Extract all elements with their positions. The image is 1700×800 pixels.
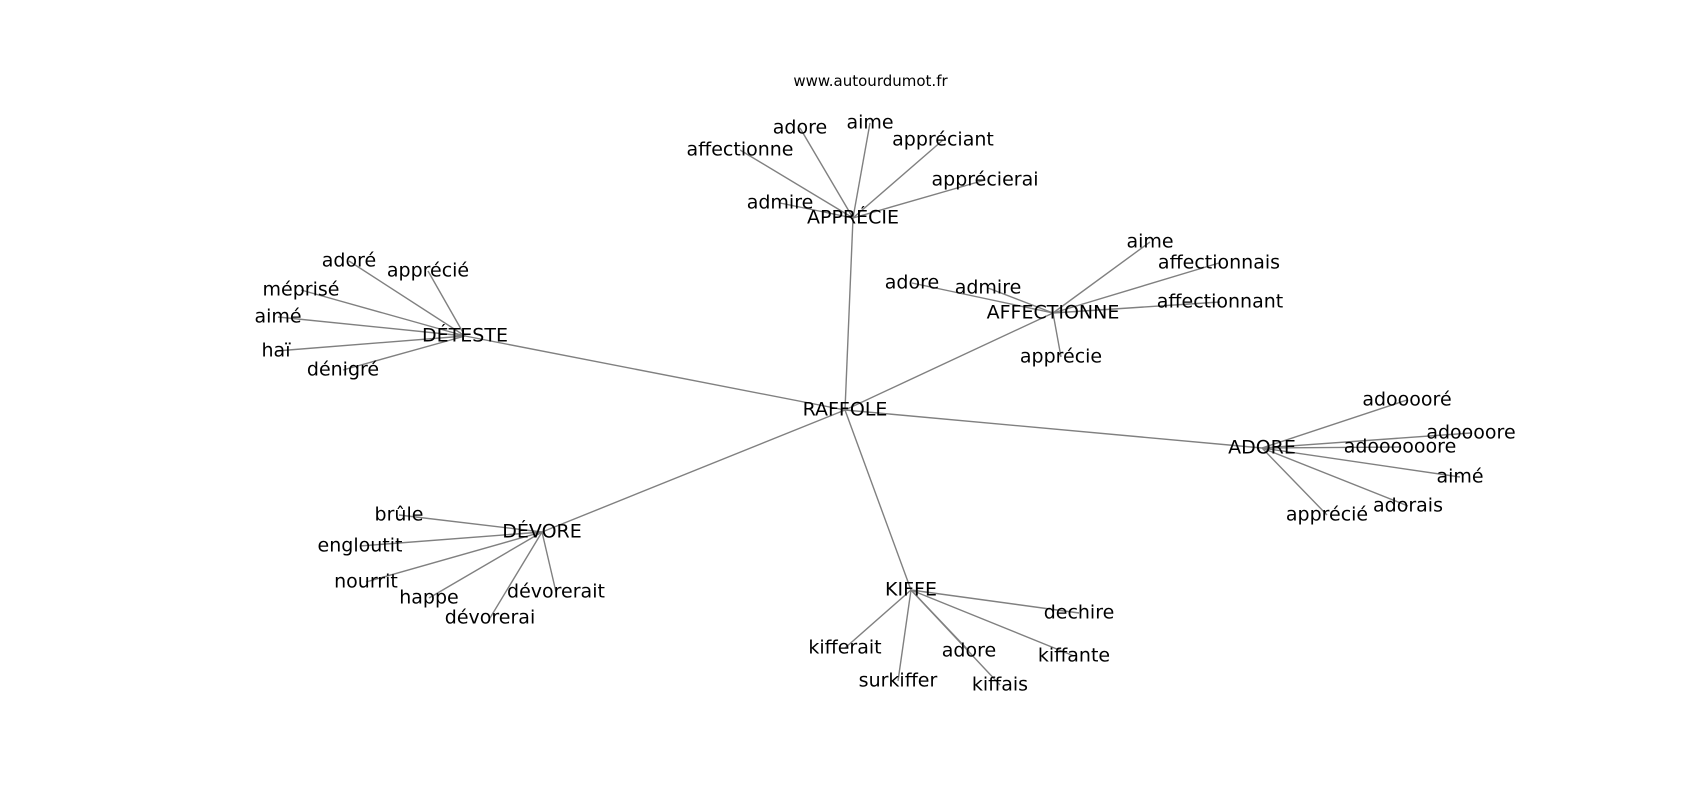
edge-devore-nourrit [365,531,543,583]
node-leaf-adore-adoooooore: adoooooore [1344,436,1457,458]
edge-center-adore [844,409,1263,449]
node-leaf-deteste-denigre: dénigré [307,359,379,381]
edge-adore-adorais [1261,447,1409,507]
node-leaf-adore-aime: aimé [1436,466,1483,488]
edge-deteste-denigre [342,335,466,371]
node-leaf-adore-adoooore: adoooore [1426,422,1515,444]
edge-devore-brule [398,514,543,533]
edge-deteste-apprecie [427,270,466,337]
edge-adore-aime [1261,447,1461,478]
edge-devore-engloutit [359,531,543,547]
node-leaf-devore-devorerai: dévorerai [445,607,535,629]
node-leaf-devore-devorerait: dévorerait [507,581,605,603]
edge-kiffe-kiffante [910,589,1075,657]
node-hub-devore: DÉVORE [502,520,581,543]
edge-apprecie-admire [779,202,854,219]
node-leaf-kiffe-adore: adore [942,640,996,662]
node-leaf-apprecie-adore: adore [773,117,827,139]
node-leaf-deteste-meprise: méprisé [263,279,340,301]
edge-kiffe-surkiffer [897,589,912,682]
site-url: www.autourdumot.fr [793,72,948,90]
edge-kiffe-kiffais [910,589,1001,686]
node-leaf-kiffe-surkiffer: surkiffer [859,670,938,692]
edge-adore-adoooore [1261,399,1408,449]
edge-devore-happe [428,531,543,599]
node-leaf-deteste-aime: aimé [254,306,301,328]
edge-devore-devorerai [489,531,543,619]
node-leaf-deteste-apprecie: apprécié [387,260,469,282]
node-hub-affectionne: AFFECTIONNE [987,302,1120,324]
edge-deteste-meprise [300,289,466,337]
node-leaf-affectionne-admire: admire [955,277,1022,299]
node-leaf-devore-happe: happe [399,587,459,609]
node-leaf-affectionne-aime: aime [1126,231,1173,253]
node-leaf-deteste-adore: adoré [322,250,376,272]
node-leaf-affectionne-affectionnant: affectionnant [1157,291,1283,313]
edge-deteste-adore [348,260,466,337]
edge-affectionne-affectionnant [1052,301,1221,314]
edge-affectionne-aime [1052,241,1151,314]
node-leaf-apprecie-affectionne: affectionne [687,139,794,161]
node-hub-apprecie: APPRÉCIE [807,206,899,229]
edge-affectionne-adore [911,282,1054,314]
edge-center-affectionne [844,312,1054,411]
node-leaf-kiffe-kiffais: kiffais [972,674,1028,696]
edge-affectionne-apprecie [1052,312,1062,358]
edge-adore-apprecie [1261,447,1328,516]
edge-adore-adoooore [1261,432,1472,449]
edge-center-kiffe [844,409,912,591]
edge-apprecie-adore [799,127,854,219]
node-leaf-kiffe-kiffante: kiffante [1038,645,1110,667]
edge-apprecie-apprecierai [852,179,986,219]
edge-center-apprecie [844,217,854,411]
node-leaf-adore-adoooore: adooooré [1362,389,1451,411]
edge-apprecie-affectionne [739,149,854,219]
node-leaf-apprecie-appreciant: appréciant [892,129,994,151]
node-leaf-deteste-hai: haï [262,340,292,362]
node-leaf-devore-engloutit: engloutit [318,535,403,557]
node-leaf-devore-brule: brûle [375,504,424,526]
node-leaf-affectionne-adore: adore [885,272,939,294]
node-hub-kiffe: KIFFE [885,579,937,601]
edge-affectionne-affectionnais [1052,262,1220,314]
edge-devore-devorerait [541,531,557,593]
node-leaf-kiffe-kifferait: kifferait [808,637,881,659]
node-leaf-apprecie-admire: admire [747,192,814,214]
node-leaf-affectionne-affectionnais: affectionnais [1158,252,1280,274]
edge-deteste-hai [275,335,466,352]
node-leaf-apprecie-apprecierai: apprécierai [932,169,1039,191]
edge-apprecie-aime [852,122,871,219]
node-leaf-affectionne-apprecie: apprécie [1020,346,1102,368]
node-hub-adore: ADORE [1228,437,1296,459]
node-leaf-kiffe-dechire: dechire [1044,602,1115,624]
node-leaf-devore-nourrit: nourrit [334,571,398,593]
graph-edges [275,122,1472,686]
edge-kiffe-kifferait [844,589,912,649]
node-leaf-adore-adorais: adorais [1373,495,1443,517]
edge-center-devore [541,409,846,533]
node-leaf-adore-apprecie: apprécié [1286,504,1368,526]
edge-deteste-aime [277,316,466,337]
node-hub-deteste: DÉTESTE [422,324,508,347]
edge-adore-adoooooore [1261,446,1401,449]
edge-kiffe-dechire [910,589,1080,614]
edge-affectionne-admire [987,287,1054,314]
node-center: RAFFOLE [803,399,888,421]
edge-center-deteste [464,335,846,411]
edge-apprecie-appreciant [852,139,944,219]
node-leaf-apprecie-aime: aime [846,112,893,134]
